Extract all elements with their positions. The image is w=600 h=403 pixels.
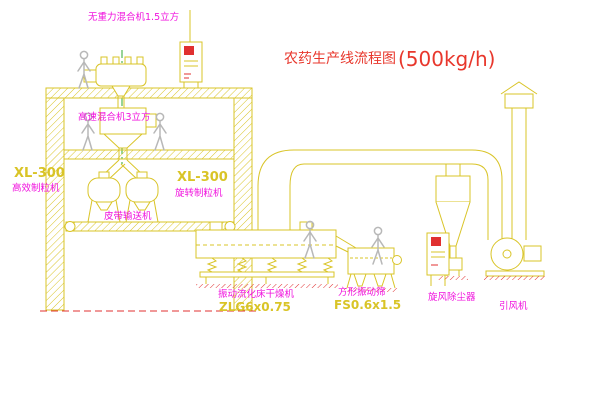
exhaust-stack bbox=[511, 108, 527, 240]
belt-conveyor bbox=[64, 221, 236, 232]
granulator-left bbox=[87, 171, 121, 223]
label-granulator-left-model: XL-300 bbox=[14, 166, 65, 181]
granulator-right bbox=[125, 171, 159, 223]
control-cabinet-ground bbox=[426, 232, 450, 286]
label-granulator-right: 旋转制粒机 bbox=[175, 187, 223, 199]
roof-mixer bbox=[83, 56, 147, 112]
label-dryer-model: ZLG6x0.75 bbox=[219, 300, 291, 314]
label-floor-mixer: 高速混合机3立方 bbox=[78, 111, 151, 123]
exhaust-duct bbox=[257, 149, 503, 240]
spring-icon bbox=[323, 257, 333, 273]
drawing-title: 农药生产线流程图 (500kg/h) bbox=[284, 47, 495, 71]
spring-icon bbox=[267, 257, 277, 273]
label-belt-conveyor: 皮带输送机 bbox=[104, 210, 152, 222]
second-floor-mixer bbox=[99, 107, 157, 181]
label-granulator-right-model: XL-300 bbox=[177, 170, 228, 185]
title-capacity: (500kg/h) bbox=[398, 47, 495, 71]
labels: 无重力混合机1.5立方 高速混合机3立方 XL-300 高效制粒机 XL-300… bbox=[12, 11, 528, 314]
label-roof-mixer: 无重力混合机1.5立方 bbox=[88, 11, 179, 23]
induced-draft-fan bbox=[484, 237, 546, 280]
control-cabinet-roof bbox=[179, 10, 203, 88]
label-cyclone: 旋风除尘器 bbox=[428, 291, 476, 303]
title-text: 农药生产线流程图 bbox=[284, 51, 396, 67]
label-sieve: 方形振动筛 bbox=[338, 286, 386, 298]
spring-icon bbox=[207, 257, 217, 273]
label-fan: 引风机 bbox=[499, 300, 528, 312]
label-sieve-model: FS0.6x1.5 bbox=[334, 298, 401, 312]
vent-cap bbox=[500, 81, 538, 109]
vibrating-sieve bbox=[335, 235, 402, 292]
spring-icon bbox=[297, 257, 307, 273]
fluid-bed-dryer bbox=[195, 221, 338, 288]
label-granulator-left: 高效制粒机 bbox=[12, 182, 60, 194]
label-dryer: 振动流化床干燥机 bbox=[218, 288, 295, 300]
